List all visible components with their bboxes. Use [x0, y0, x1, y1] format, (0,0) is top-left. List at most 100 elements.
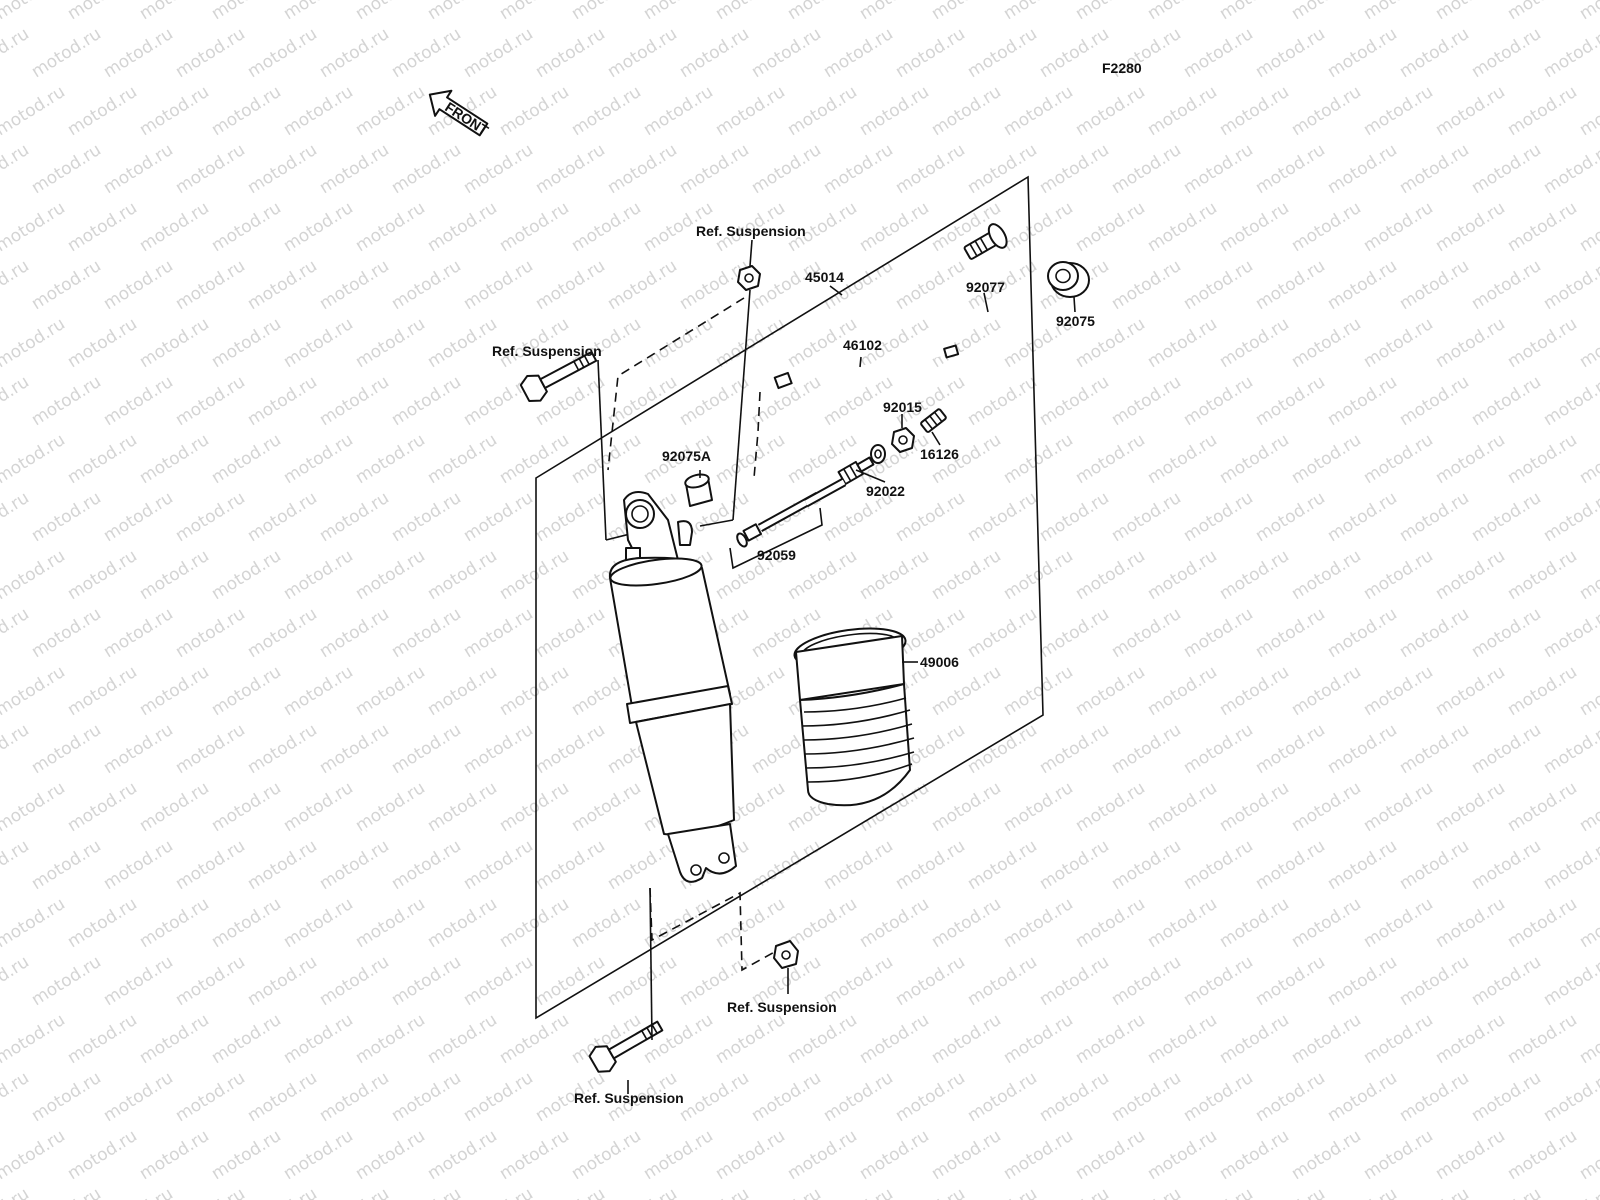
guide-dash-top — [607, 297, 745, 471]
watermark-text: motod.ru — [64, 546, 141, 604]
watermark-text: motod.ru — [1324, 604, 1401, 662]
watermark-text: motod.ru — [1108, 604, 1185, 662]
watermark-text: motod.ru — [712, 0, 789, 24]
watermark-text: motod.ru — [856, 1010, 933, 1068]
watermark-text: motod.ru — [1504, 1126, 1581, 1184]
watermark-text: motod.ru — [856, 546, 933, 604]
watermark-text: motod.ru — [0, 372, 33, 430]
watermark-text: motod.ru — [1252, 372, 1329, 430]
watermark-text: motod.ru — [928, 894, 1005, 952]
watermark-text: motod.ru — [280, 314, 357, 372]
watermark-text: motod.ru — [352, 894, 429, 952]
adjuster-knob-92077-icon — [963, 223, 1008, 260]
watermark-text: motod.ru — [172, 24, 249, 82]
watermark-text: motod.ru — [1540, 836, 1600, 894]
watermark-text: motod.ru — [208, 198, 285, 256]
watermark-text: motod.ru — [460, 604, 537, 662]
watermark-text: motod.ru — [568, 0, 645, 24]
watermark-text: motod.ru — [676, 1184, 753, 1200]
watermark-text: motod.ru — [280, 894, 357, 952]
watermark-text: motod.ru — [1540, 720, 1600, 778]
watermark-text: motod.ru — [424, 1126, 501, 1184]
watermark-text: motod.ru — [1072, 546, 1149, 604]
watermark-text: motod.ru — [964, 1184, 1041, 1200]
watermark-text: motod.ru — [964, 372, 1041, 430]
watermark-text: motod.ru — [892, 952, 969, 1010]
watermark-text: motod.ru — [388, 1068, 465, 1126]
watermark-text: motod.ru — [0, 836, 33, 894]
bottom-nut-icon — [773, 940, 799, 969]
watermark-text: motod.ru — [316, 604, 393, 662]
watermark-text: motod.ru — [1180, 1068, 1257, 1126]
leader-ref-top-bolt — [597, 359, 607, 541]
watermark-text: motod.ru — [1180, 836, 1257, 894]
watermark-text: motod.ru — [280, 778, 357, 836]
watermark-text: motod.ru — [352, 1010, 429, 1068]
watermark-text: motod.ru — [28, 256, 105, 314]
watermark-text: motod.ru — [1180, 140, 1257, 198]
watermark-text: motod.ru — [784, 0, 861, 24]
watermark-text: motod.ru — [712, 894, 789, 952]
label-92075a: 92075A — [662, 448, 711, 464]
watermark-text: motod.ru — [1072, 82, 1149, 140]
watermark-text: motod.ru — [244, 488, 321, 546]
watermark-text: motod.ru — [0, 778, 69, 836]
watermark-text: motod.ru — [64, 430, 141, 488]
watermark-text: motod.ru — [604, 256, 681, 314]
watermark-text: motod.ru — [28, 604, 105, 662]
figure-code: F2280 — [1102, 60, 1142, 76]
watermark-text: motod.ru — [1576, 314, 1600, 372]
leader-ref-top-nut — [749, 239, 753, 267]
watermark-text: motod.ru — [1252, 256, 1329, 314]
watermark-text: motod.ru — [316, 836, 393, 894]
watermark-text: motod.ru — [1468, 24, 1545, 82]
watermark-text: motod.ru — [1468, 488, 1545, 546]
watermark-text: motod.ru — [928, 546, 1005, 604]
watermark-text: motod.ru — [928, 1126, 1005, 1184]
watermark-text: motod.ru — [928, 314, 1005, 372]
watermark-text: motod.ru — [1000, 1010, 1077, 1068]
watermark-text: motod.ru — [352, 0, 429, 24]
watermark-text: motod.ru — [0, 1126, 69, 1184]
watermark-text: motod.ru — [1252, 140, 1329, 198]
watermark-text: motod.ru — [136, 198, 213, 256]
watermark-text: motod.ru — [1288, 82, 1365, 140]
watermark-text: motod.ru — [1216, 546, 1293, 604]
watermark-text: motod.ru — [820, 1068, 897, 1126]
watermark-text: motod.ru — [1036, 140, 1113, 198]
leader-top-nut — [732, 289, 751, 521]
watermark-text: motod.ru — [352, 778, 429, 836]
watermark-text: motod.ru — [1216, 1010, 1293, 1068]
watermark-text: motod.ru — [1144, 662, 1221, 720]
watermark-text: motod.ru — [280, 198, 357, 256]
watermark-text: motod.ru — [1396, 952, 1473, 1010]
label-49006: 49006 — [920, 654, 959, 670]
watermark-text: motod.ru — [1396, 836, 1473, 894]
watermark-text: motod.ru — [1432, 430, 1509, 488]
watermark-text: motod.ru — [100, 256, 177, 314]
watermark-text: motod.ru — [1396, 720, 1473, 778]
watermark-text: motod.ru — [424, 546, 501, 604]
watermark-text: motod.ru — [136, 430, 213, 488]
watermark-text: motod.ru — [1288, 894, 1365, 952]
leader-bottom-bolt-shaft — [649, 887, 653, 1041]
watermark-text: motod.ru — [1324, 256, 1401, 314]
watermark-text: motod.ru — [1324, 488, 1401, 546]
watermark-text: motod.ru — [1432, 1010, 1509, 1068]
watermark-text: motod.ru — [1000, 778, 1077, 836]
watermark-text: motod.ru — [568, 894, 645, 952]
watermark-text: motod.ru — [100, 836, 177, 894]
watermark-text: motod.ru — [172, 488, 249, 546]
watermark-text: motod.ru — [1504, 662, 1581, 720]
watermark-text: motod.ru — [64, 314, 141, 372]
watermark-text: motod.ru — [1576, 1126, 1600, 1184]
watermark-text: motod.ru — [316, 372, 393, 430]
watermark-text: motod.ru — [136, 894, 213, 952]
watermark-text: motod.ru — [568, 198, 645, 256]
watermark-text: motod.ru — [244, 24, 321, 82]
watermark-text: motod.ru — [28, 1184, 105, 1200]
watermark-text: motod.ru — [28, 372, 105, 430]
watermark-text: motod.ru — [496, 82, 573, 140]
